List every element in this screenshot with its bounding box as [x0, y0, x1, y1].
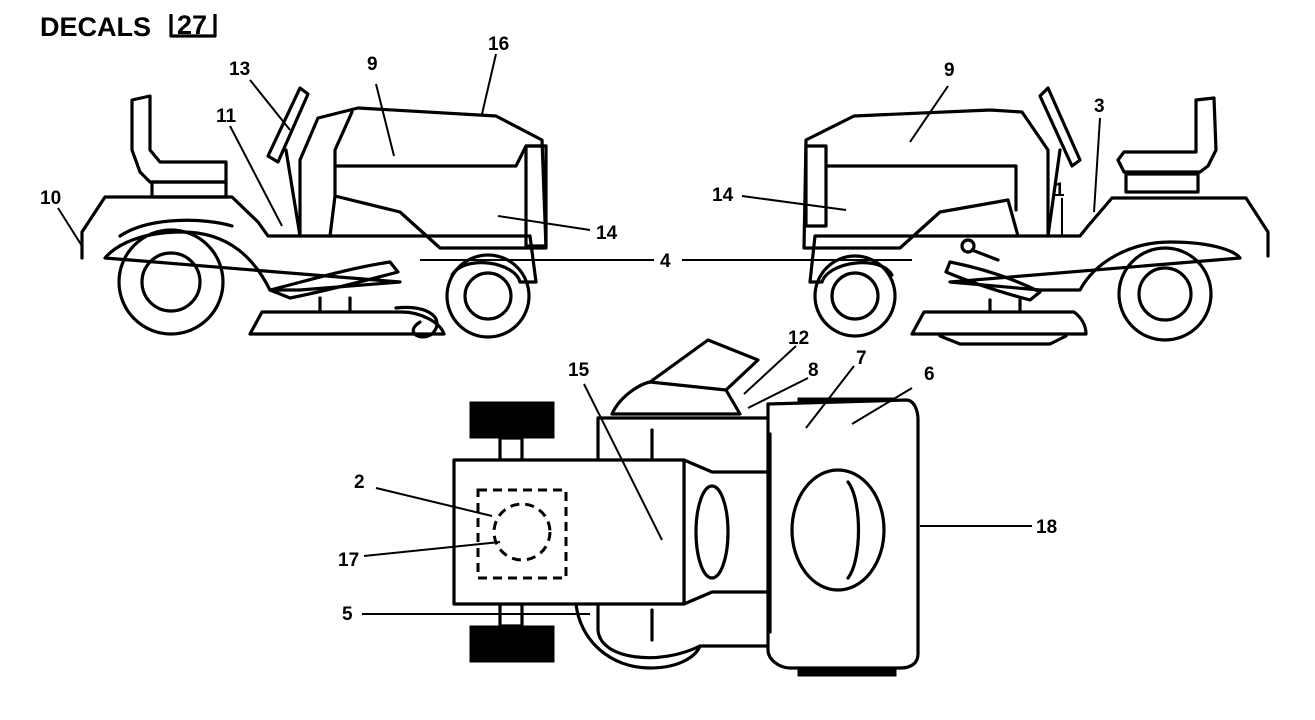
callout-1: 1: [1054, 180, 1065, 201]
rear-wheel-top-upper: [469, 401, 555, 439]
seat-circle-top: [492, 502, 552, 562]
rear-wheel-top-lower: [469, 625, 555, 663]
leader-7: [805, 365, 855, 429]
rear-hub-left: [140, 251, 202, 313]
steering-column-left: [284, 148, 302, 238]
callout-9-left: 9: [367, 54, 378, 75]
dash-edge-left: [333, 110, 354, 198]
callout-15: 15: [568, 360, 590, 381]
grille-right: [804, 144, 828, 228]
header-title: DECALS: [40, 12, 151, 42]
seat-base-right: [1124, 172, 1200, 194]
callout-14-left: 14: [596, 223, 618, 244]
footrest-right: [944, 260, 1042, 302]
axle-top-upper: [498, 436, 524, 462]
callout-14-right: 14: [712, 185, 734, 206]
top-view-tractor: [452, 338, 920, 677]
seat-outline-top: [476, 488, 568, 580]
fender-top: [452, 458, 686, 606]
grille-left: [524, 144, 548, 248]
hood-top: [766, 398, 920, 670]
callout-13: 13: [229, 59, 250, 80]
key-right: [970, 248, 1000, 262]
leader-9-left: [375, 83, 395, 157]
body-left: [80, 195, 538, 292]
leader-13: [249, 79, 291, 131]
front-wheel-right: [813, 254, 897, 338]
callout-3: 3: [1094, 96, 1105, 117]
leader-10: [57, 207, 83, 247]
mower-deck-left: [248, 310, 446, 336]
deck-edge-top: [574, 602, 702, 670]
leader-8: [747, 377, 809, 409]
chute-edge-top: [648, 380, 728, 392]
seat-base-left: [150, 180, 228, 199]
discharge-chute-top: [610, 338, 760, 416]
front-hub-right: [830, 271, 880, 321]
footrest-left: [268, 260, 400, 300]
rear-hub-right: [1137, 266, 1193, 322]
steering-wheel-left: [266, 86, 310, 164]
hood-left: [298, 106, 548, 250]
leader-3: [1093, 117, 1101, 213]
callout-16: 16: [488, 34, 509, 55]
headlight-top: [790, 468, 886, 592]
callout-17: 17: [338, 550, 359, 571]
callout-4: 4: [660, 251, 671, 272]
callout-12: 12: [788, 328, 809, 349]
rear-wheel-left: [117, 228, 225, 336]
fender-line-left: [118, 218, 234, 238]
deck-hangers-right: [988, 298, 1022, 314]
steering-wheel-top: [694, 484, 730, 580]
hood-line-right: [824, 164, 1018, 212]
front-wheel-left: [445, 253, 531, 339]
diagram-header: DECALS 27: [0, 0, 260, 42]
right-side-tractor: [802, 86, 1270, 346]
header-page-number: 27: [177, 10, 207, 40]
key-knob-right: [960, 238, 976, 254]
body-right: [808, 196, 1270, 292]
deck-lever-left: [394, 305, 439, 339]
leader-16: [481, 53, 497, 115]
callout-9-right: 9: [944, 60, 955, 81]
crop-mask: [0, 0, 260, 14]
mower-deck-right: [910, 310, 1088, 336]
leader-14-right: [741, 195, 847, 211]
callout-10: 10: [40, 188, 61, 209]
steering-wheel-right: [1038, 86, 1082, 168]
callout-11: 11: [216, 106, 237, 127]
leader-14-left: [497, 215, 591, 231]
leader-15: [583, 383, 663, 541]
left-side-tractor: [80, 86, 548, 339]
hood-right: [802, 108, 1050, 250]
seat-left: [130, 94, 228, 184]
headlight-curve-top: [846, 480, 861, 580]
rear-wheel-right: [1117, 246, 1213, 342]
front-hub-left: [463, 271, 513, 321]
hood-line-left: [333, 144, 548, 168]
deck-skirt-right: [938, 334, 1068, 346]
callout-18: 18: [1036, 517, 1057, 538]
leader-11: [229, 125, 283, 227]
callout-6: 6: [924, 364, 935, 385]
leader-lines: [57, 53, 1101, 615]
leader-6: [851, 387, 913, 425]
leader-2: [375, 487, 493, 517]
callout-7: 7: [856, 348, 867, 369]
leader-17: [363, 541, 501, 557]
seat-right: [1116, 96, 1218, 174]
callout-5: 5: [342, 604, 353, 625]
callout-8: 8: [808, 360, 819, 381]
deck-hangers-left: [318, 296, 352, 314]
leader-12: [743, 345, 797, 395]
leader-9-right: [909, 85, 949, 143]
callout-labels: 1 2 3 4 5 6 7 8 9 9 10 11 12 13 14 14 15…: [40, 34, 1105, 625]
steering-column-right: [1046, 148, 1062, 238]
callout-2: 2: [354, 472, 365, 493]
